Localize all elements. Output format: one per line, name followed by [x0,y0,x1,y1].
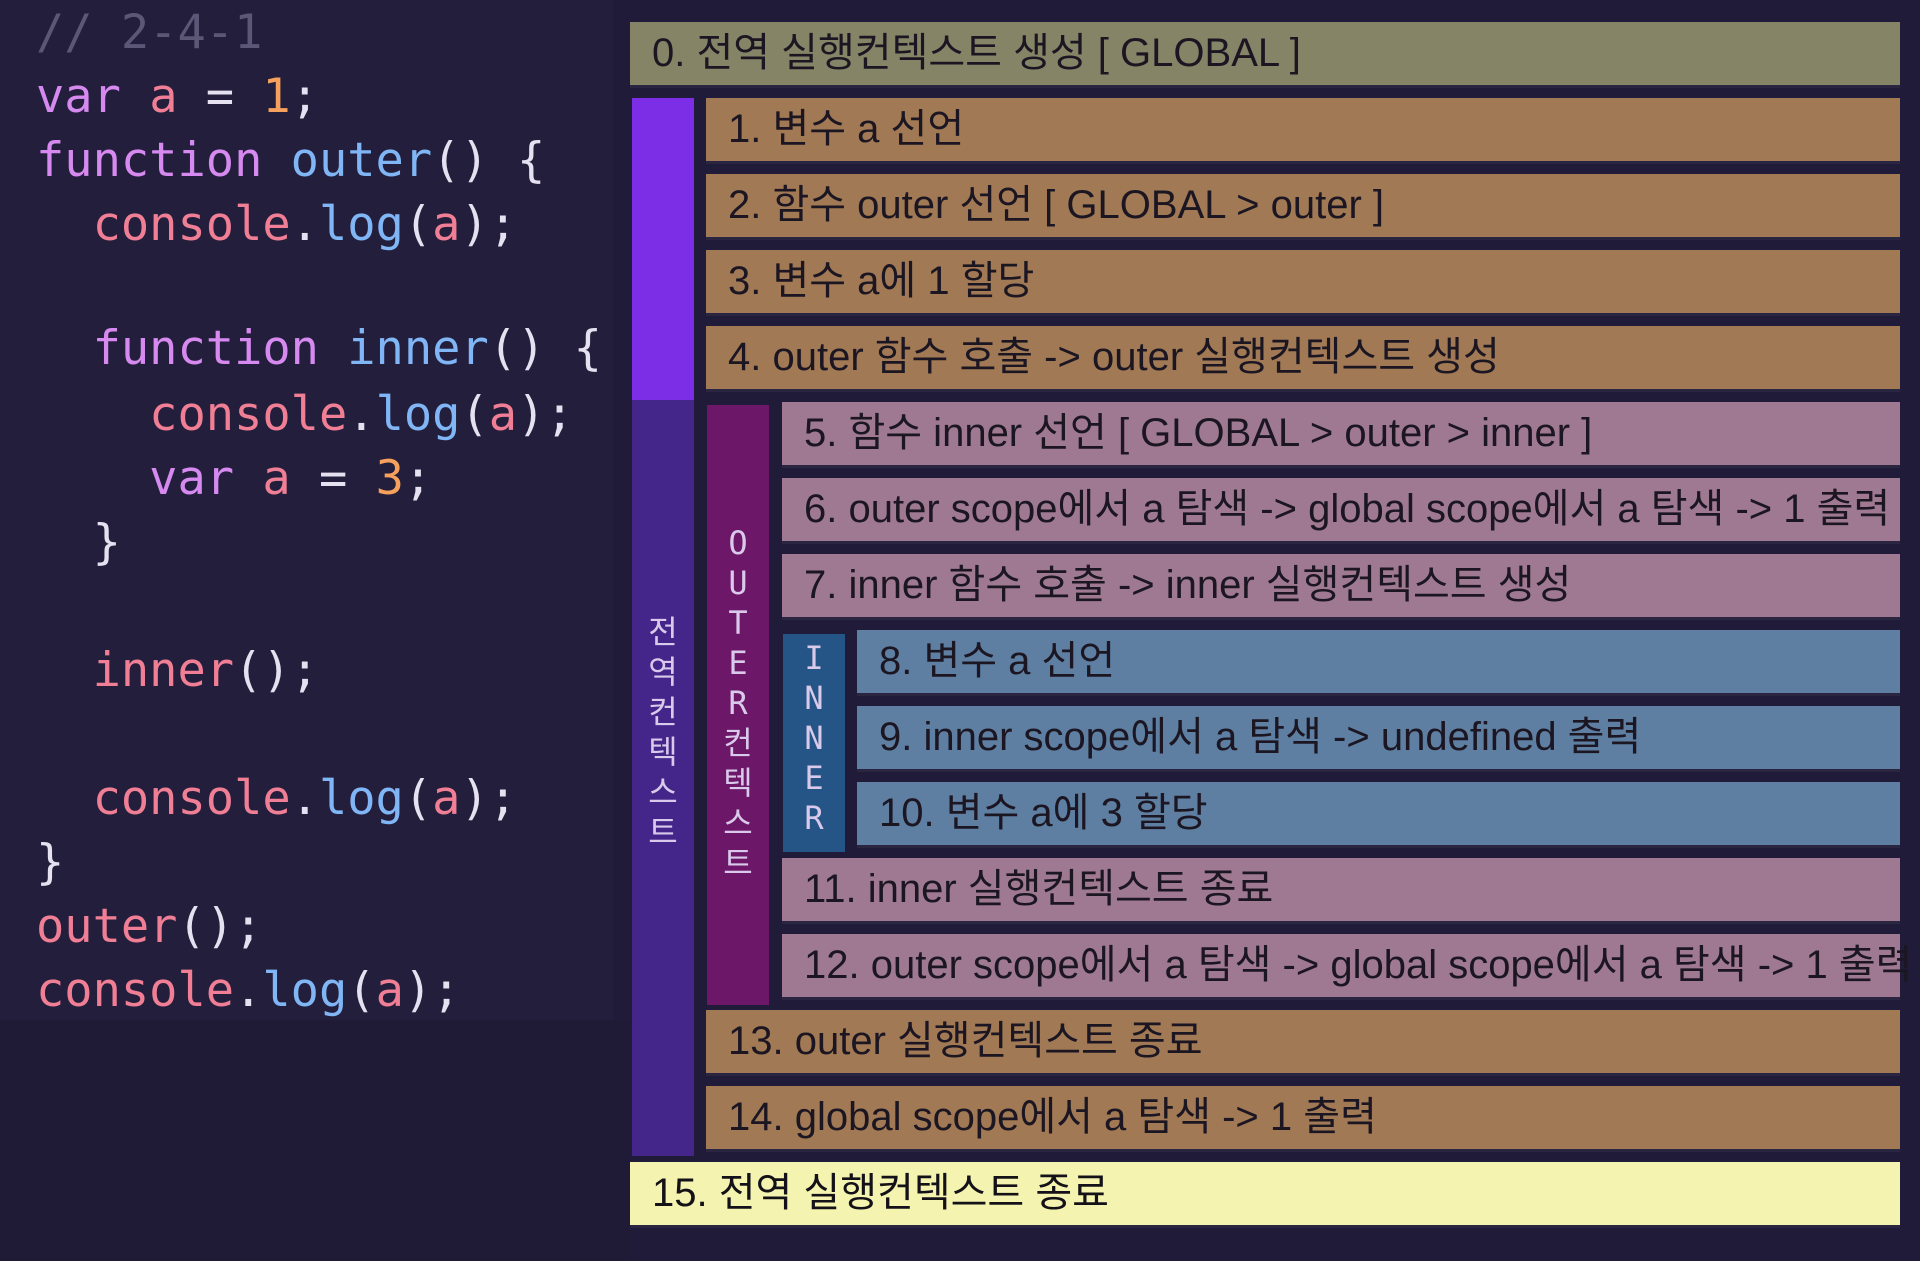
code-token: outer [36,899,178,954]
code-token: . [234,963,263,1018]
step-0: 0. 전역 실행컨텍스트 생성 [ GLOBAL ] [630,22,1900,88]
code-token: ); [460,197,518,252]
step-6: 6. outer scope에서 a 탐색 -> global scope에서 … [782,478,1900,544]
step-14: 14. global scope에서 a 탐색 -> 1 출력 [706,1086,1900,1152]
code-token: } [36,515,121,570]
code-token: } [36,835,65,890]
code-token: = [290,451,376,506]
code-token: 1 [262,69,291,124]
step-3: 3. 변수 a에 1 할당 [706,250,1900,316]
code-token: inner [36,643,235,698]
code-line: } [36,832,64,894]
code-token: () { [432,133,546,188]
code-panel-bottom [0,1020,630,1261]
step-8: 8. 변수 a 선언 [857,630,1900,696]
code-token: var [36,451,263,506]
code-token: ; [290,69,319,124]
step-2: 2. 함수 outer 선언 [ GLOBAL > outer ] [706,174,1900,240]
code-line: var a = 3; [36,448,432,510]
step-7: 7. inner 함수 호출 -> inner 실행컨텍스트 생성 [782,554,1900,620]
code-line: var a = 1; [36,66,319,128]
step-13: 13. outer 실행컨텍스트 종료 [706,1010,1900,1076]
code-line: console.log(a); [36,768,517,830]
step-1: 1. 변수 a 선언 [706,98,1900,164]
code-token: console [36,197,291,252]
step-9: 9. inner scope에서 a 탐색 -> undefined 출력 [857,706,1900,772]
code-token: (); [234,643,319,698]
code-line: console.log(a); [36,384,574,446]
code-line: console.log(a); [36,960,460,1022]
code-token: ( [347,963,376,1018]
code-token: a [375,963,404,1018]
code-token: log [318,771,404,826]
code-token: = [177,69,263,124]
step-10: 10. 변수 a에 3 할당 [857,782,1900,848]
code-line: } [36,512,121,574]
code-token: ); [460,771,518,826]
code-token: console [36,963,235,1018]
code-line: inner(); [36,640,319,702]
code-token: console [36,387,348,442]
code-token: log [318,197,404,252]
code-token: ( [460,387,489,442]
code-token: ( [403,197,433,252]
code-token: function [36,133,291,188]
code-panel [0,0,613,1020]
code-token: ); [403,963,461,1018]
code-token: () { [488,321,602,376]
step-4: 4. outer 함수 호출 -> outer 실행컨텍스트 생성 [706,326,1900,392]
code-line: outer(); [36,896,262,958]
code-line: function inner() { [36,318,602,380]
code-token: ); [517,387,574,442]
code-token: a [432,197,461,252]
code-token: inner [347,321,489,376]
code-token: . [347,387,376,442]
step-11: 11. inner 실행컨텍스트 종료 [782,858,1900,924]
code-token: . [290,771,319,826]
step-15: 15. 전역 실행컨텍스트 종료 [630,1162,1900,1228]
code-token: a [432,771,461,826]
code-token: . [290,197,319,252]
code-token: function [36,321,348,376]
code-line: // 2-4-1 [36,2,262,64]
code-token: outer [290,133,433,188]
code-token: ; [403,451,433,506]
code-token: log [262,963,348,1018]
step-5: 5. 함수 inner 선언 [ GLOBAL > outer > inner … [782,402,1900,468]
code-token: a [149,69,178,124]
global-context-strip-top [632,98,694,400]
code-token: log [375,387,461,442]
code-token: (); [177,899,263,954]
code-token: 3 [375,451,404,506]
code-token: a [262,451,291,506]
code-token: // 2-4-1 [36,5,263,60]
code-token: console [36,771,291,826]
code-token: var [36,69,150,124]
code-line: function outer() { [36,130,545,192]
code-line: console.log(a); [36,194,517,256]
step-12: 12. outer scope에서 a 탐색 -> global scope에서… [782,934,1912,1000]
code-token: ( [403,771,433,826]
code-token: a [488,387,518,442]
